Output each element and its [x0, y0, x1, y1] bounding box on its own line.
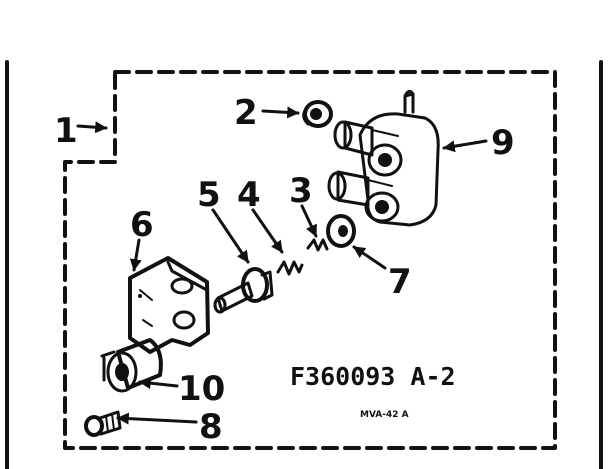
- callout-10: 10: [178, 369, 225, 409]
- screw-part-8: [84, 410, 122, 437]
- cap-part-2: [302, 100, 333, 128]
- callout-6: 6: [130, 205, 154, 245]
- callout-5: 5: [197, 175, 221, 215]
- assembly-boundary-dashed: [63, 70, 557, 450]
- callout-7: 7: [388, 262, 412, 302]
- plunger-part-5: [213, 267, 274, 314]
- valve-body-part-9: [327, 89, 440, 227]
- callout-2: 2: [234, 93, 258, 133]
- callout-4: 4: [237, 175, 261, 215]
- coil-part-10: [100, 338, 163, 393]
- drawing-code-label: MVA-42 A: [360, 410, 409, 420]
- spring-part-4: [276, 260, 304, 276]
- spring-part-3: [306, 238, 329, 252]
- callout-8: 8: [199, 407, 223, 447]
- part-number-label: F360093 A-2: [290, 362, 456, 391]
- callout-1: 1: [54, 111, 78, 151]
- callout-3: 3: [289, 171, 313, 211]
- washer-part-7: [326, 214, 356, 248]
- mounting-plate-part-6: [128, 256, 210, 354]
- leader-arrows: [76, 106, 488, 425]
- callout-9: 9: [491, 123, 515, 163]
